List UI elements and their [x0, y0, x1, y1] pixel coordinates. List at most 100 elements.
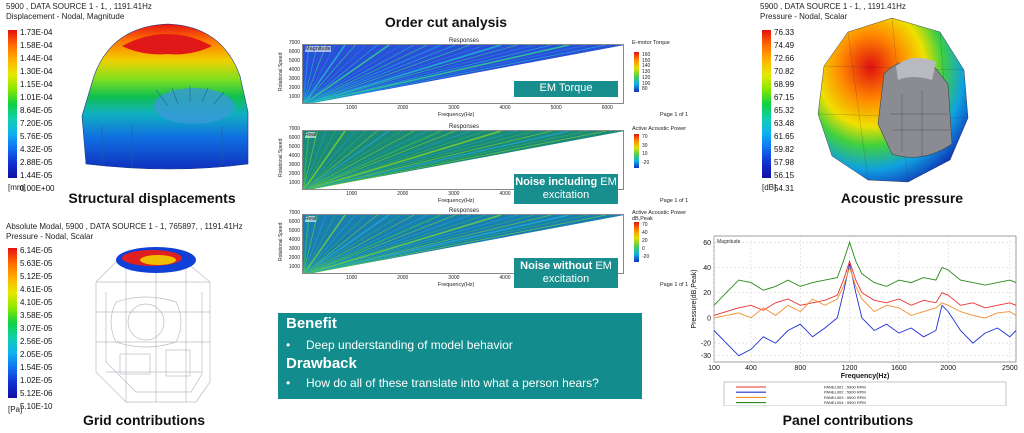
legend-entry: PANEL001 : 5900 RPM [824, 385, 866, 390]
grid-legend-value: 3.58E-05 [20, 311, 53, 320]
structural-colorbar [8, 30, 17, 178]
structural-legend-value: 7.20E-05 [20, 119, 53, 128]
structural-legend-value: 1.73E-04 [20, 28, 53, 37]
spectrogram-y-tick: 1000 [288, 180, 300, 186]
grid-legend-value: 6.14E-05 [20, 246, 53, 255]
x-tick-label: 100 [708, 365, 720, 372]
legend-entry: PANEL002 : 5900 RPM [824, 390, 866, 395]
spectrogram-legend-value: 160 [642, 52, 651, 58]
spectrogram-caption-text: EM excitation [542, 260, 612, 285]
spectrogram-y-tick: 7000 [288, 210, 300, 216]
acoustic-legend-value: 57.98 [774, 158, 795, 167]
spectrogram-legend-bar [634, 134, 639, 168]
spectrogram-legend-value: 70 [642, 222, 648, 228]
spectrogram-x-label: Frequency(Hz) [438, 282, 475, 288]
spectrogram-legend-value: 20 [642, 238, 648, 244]
spectrogram-page-label: Page 1 of 1 [660, 198, 689, 204]
spectrogram-corner-label: Real [305, 216, 317, 222]
grid-unit: [Pa] [8, 405, 23, 414]
spectrogram-title: Responses [448, 124, 480, 130]
spectrogram-legend-value: 40 [642, 230, 648, 236]
structural-legend-value: 1.44E-04 [20, 54, 53, 63]
y-tick-label: -30 [701, 353, 711, 360]
grid-legend-value: 2.05E-05 [20, 350, 53, 359]
acoustic-legend-value: 63.48 [774, 119, 795, 128]
benefit-list: Deep understanding of model behavior [286, 337, 634, 353]
structural-legend-value: 1.44E-05 [20, 171, 53, 180]
spectrogram-y-tick: 6000 [288, 135, 300, 141]
y-tick-label: 20 [703, 290, 711, 297]
y-tick-label: 60 [703, 240, 711, 247]
spectrogram-y-tick: 2000 [288, 255, 300, 261]
acoustic-sphere [817, 17, 969, 183]
chart-corner-label: Magnitude [717, 239, 741, 245]
spectrogram-legend-value: 0 [642, 246, 645, 252]
drawback-item: How do all of these translate into what … [286, 375, 634, 391]
spectrogram-x-tick: 4000 [499, 191, 511, 197]
spectrogram-x-label: Frequency(Hz) [438, 112, 475, 118]
spectrogram-y-tick: 4000 [288, 67, 300, 73]
x-tick-label: 1600 [891, 365, 907, 372]
spectrogram-legend-value: 130 [642, 69, 651, 76]
spectrogram-y-tick: 5000 [288, 144, 300, 150]
spectrogram-y-tick: 4000 [288, 237, 300, 243]
spectrogram-x-tick: 1000 [346, 191, 358, 197]
grid-legend-value: 5.12E-05 [20, 272, 53, 281]
spectrogram-caption-box: Noise including EM excitation [514, 174, 618, 204]
spectrogram-caption-bold: Noise including [515, 176, 598, 188]
x-tick-label: 800 [794, 365, 806, 372]
y-tick-label: -20 [701, 341, 711, 348]
acoustic-colorbar [762, 30, 771, 178]
benefit-heading: Benefit [286, 315, 337, 332]
spectrogram-legend-value: 70 [642, 134, 648, 140]
spectrogram-y-tick: 1000 [288, 94, 300, 100]
spectrogram-y-tick: 3000 [288, 162, 300, 168]
spectrogram-legend-title: Active Acoustic Power dB,Peak [632, 210, 687, 222]
spectrogram-y-tick: 1000 [288, 264, 300, 270]
x-tick-label: 2000 [940, 365, 956, 372]
spectrogram-caption-box: Noise without EM excitation [514, 258, 618, 288]
acoustic-legend-value: 70.82 [774, 67, 795, 76]
spectrogram-caption-text: EM Torque [539, 82, 593, 94]
acoustic-legend-value: 72.66 [774, 54, 795, 63]
grid-legend-value: 5.63E-05 [20, 259, 53, 268]
plot-frame [713, 235, 1017, 363]
x-tick-label: 400 [745, 365, 757, 372]
structural-legend-value: 2.88E-05 [20, 158, 53, 167]
spectrogram-y-tick: 4000 [288, 153, 300, 159]
spectrogram-legend-value: 10 [642, 151, 648, 157]
legend-box [723, 381, 1007, 406]
spectrogram-x-tick: 4000 [499, 105, 511, 111]
spectrogram-x-tick: 2000 [397, 191, 409, 197]
spectrogram-x-tick: 3000 [448, 105, 460, 111]
series-line [713, 266, 1017, 319]
grid-legend-value: 1.54E-05 [20, 363, 53, 372]
series-line [713, 240, 1017, 306]
spectrogram-y-tick: 3000 [288, 246, 300, 252]
grid-caption: Grid contributions [82, 412, 206, 428]
structural-header: 5900 , DATA SOURCE 1 - 1, , 1191.41Hz Di… [6, 2, 152, 21]
grid-header: Absolute Modal, 5900 , DATA SOURCE 1 - 1… [6, 222, 243, 241]
structural-panel: 5900 , DATA SOURCE 1 - 1, , 1191.41Hz Di… [6, 2, 256, 207]
spectrogram-x-tick: 1000 [346, 275, 358, 281]
spectrogram-y-tick: 5000 [288, 228, 300, 234]
acoustic-caption: Acoustic pressure [840, 190, 964, 206]
panel-contrib-caption: Panel contributions [782, 412, 914, 428]
structural-legend-value: 1.30E-04 [20, 67, 53, 76]
spectrogram-x-tick: 5000 [550, 105, 562, 111]
structural-legend-value: 4.32E-05 [20, 145, 53, 154]
spectrogram-caption-bold: Noise without [520, 260, 593, 272]
spectrogram-corner-label: Real [305, 132, 317, 138]
structural-legend-value: 8.64E-05 [20, 106, 53, 115]
x-tick-label: 1200 [842, 365, 858, 372]
spectrogram-page-label: Page 1 of 1 [660, 282, 689, 288]
spectrogram-x-tick: 3000 [448, 191, 460, 197]
legend-entry: PANEL003 : 5900 RPM [824, 395, 866, 400]
spectrogram-y-tick: 6000 [288, 49, 300, 55]
series-line [713, 259, 1017, 316]
spectrogram-title: Responses [448, 208, 480, 214]
